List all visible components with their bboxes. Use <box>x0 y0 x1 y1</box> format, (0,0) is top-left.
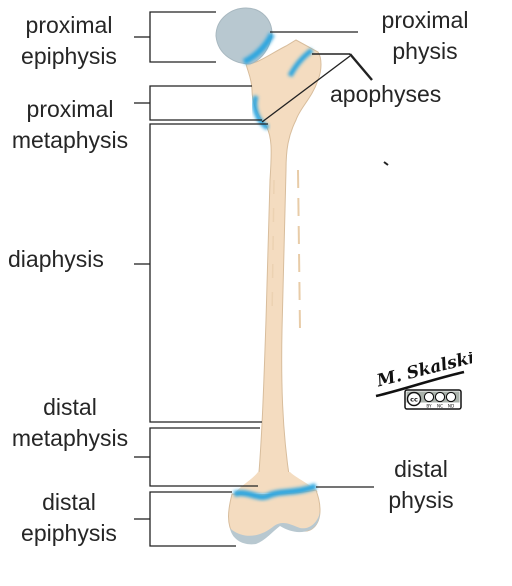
cc-text: cc <box>410 396 418 404</box>
author-credit: M. Skalski cc BY NC ND <box>372 348 477 414</box>
license-nc: NC <box>437 404 443 409</box>
signature-underline <box>375 370 465 398</box>
distal-epiphysis <box>228 489 321 542</box>
label-distal-metaphysis: distal metaphysis <box>0 392 140 454</box>
speck-mark <box>383 161 389 166</box>
label-proximal-metaphysis-line1: proximal <box>26 96 114 122</box>
license-nd: ND <box>448 404 454 409</box>
distal-physis-line <box>233 483 318 500</box>
label-distal-physis: distal physis <box>366 454 476 516</box>
shaft-shading <box>297 169 301 331</box>
label-distal-physis-line1: distal <box>394 456 448 482</box>
label-proximal-epiphysis-line2: epiphysis <box>21 43 117 69</box>
license-by: BY <box>426 404 432 409</box>
label-distal-physis-line2: physis <box>388 487 454 513</box>
label-proximal-metaphysis: proximal metaphysis <box>0 94 140 156</box>
label-proximal-metaphysis-line2: metaphysis <box>11 127 129 153</box>
signature-text: M. Skalski <box>374 352 472 392</box>
label-distal-metaphysis-line2: metaphysis <box>11 425 129 451</box>
proximal-physis-line <box>242 32 275 65</box>
label-proximal-physis-line1: proximal <box>381 7 469 33</box>
greater-trochanter-apophysis <box>287 48 314 78</box>
label-distal-metaphysis-line1: distal <box>43 394 97 420</box>
leaders-apophyses <box>261 53 373 123</box>
shaft-shading-left <box>271 179 275 321</box>
label-diaphysis: diaphysis <box>8 246 104 272</box>
femoral-head <box>215 7 273 65</box>
bracket-diaphysis <box>134 123 268 423</box>
label-distal-epiphysis-line2: epiphysis <box>21 520 117 546</box>
label-proximal-physis: proximal physis <box>360 5 490 67</box>
bracket-distal-epiphysis <box>134 491 236 547</box>
label-proximal-epiphysis: proximal epiphysis <box>4 10 134 72</box>
bracket-proximal-epiphysis <box>134 11 216 63</box>
distal-articular-cartilage <box>230 512 320 545</box>
signature-artwork: M. Skalski cc BY NC ND <box>374 348 477 410</box>
label-distal-epiphysis-line1: distal <box>42 489 96 515</box>
label-proximal-epiphysis-line1: proximal <box>25 12 113 38</box>
label-distal-epiphysis: distal epiphysis <box>4 487 134 549</box>
bracket-distal-metaphysis <box>134 427 260 487</box>
label-proximal-physis-line2: physis <box>392 38 458 64</box>
cc-license-badge: cc BY NC ND <box>404 389 462 410</box>
lesser-trochanter-apophysis <box>252 95 270 131</box>
bracket-proximal-metaphysis <box>134 85 262 121</box>
label-apophyses: apophyses <box>330 81 442 107</box>
